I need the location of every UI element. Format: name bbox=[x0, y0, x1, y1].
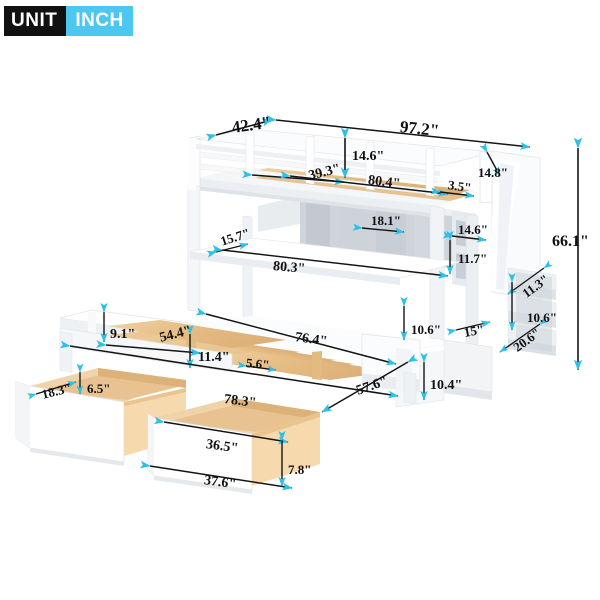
dimline-side-cubby-width bbox=[442, 231, 487, 243]
dimension-label-guardrail-height: 14.6" bbox=[352, 149, 385, 164]
dimline-upper-mattress-length bbox=[279, 171, 449, 197]
dimension-label-slat-gap: 5.6" bbox=[245, 355, 271, 373]
dimline-lower-bed-width bbox=[321, 353, 419, 413]
dimension-label-stair-box-height: 10.6" bbox=[411, 322, 441, 337]
dimline-shelf-unit-length bbox=[211, 245, 449, 279]
dimension-label-side-cubby-width: 14.6" bbox=[458, 222, 488, 237]
dimline-upper-frame-thickness bbox=[430, 187, 475, 199]
dimension-label-drawer-outer-height: 7.8" bbox=[288, 462, 312, 477]
dimension-label-shelf-unit-length: 80.3" bbox=[272, 259, 306, 277]
dimline-lower-bed-length bbox=[59, 340, 399, 399]
dimline-stair-step-depth bbox=[499, 316, 549, 353]
dimension-label-overall-height: 66.1" bbox=[552, 233, 589, 250]
unit-badge-label: UNIT bbox=[4, 6, 67, 36]
dimension-label-stair-rail-height: 14.8" bbox=[478, 165, 508, 180]
unit-badge: UNIT INCH bbox=[4, 6, 133, 36]
dimension-label-slat-support-height: 11.4" bbox=[198, 350, 230, 365]
dimension-label-side-cubby-height: 11.7" bbox=[458, 251, 488, 266]
dimline-drawer-inner-depth bbox=[26, 381, 77, 400]
dimension-label-shelf-cubby-width: 18.1" bbox=[371, 213, 401, 228]
dimension-label-overall-length-top: 97.2" bbox=[399, 117, 441, 141]
dimension-label-lower-headboard-height: 9.1" bbox=[110, 327, 136, 342]
dimline-drawer-inner-width bbox=[153, 416, 289, 445]
dimension-label-stair-step-height: 10.6" bbox=[527, 310, 557, 325]
dimension-label-bed-clearance-height: 10.4" bbox=[430, 378, 463, 393]
dimension-label-upper-frame-thickness: 3.5" bbox=[447, 177, 473, 196]
dimline-stair-rail-height bbox=[479, 142, 501, 177]
dimline-shelf-cubby-width bbox=[352, 223, 405, 235]
dimline-drawer-outer-width bbox=[139, 460, 293, 491]
unit-badge-value: INCH bbox=[66, 6, 133, 36]
dimension-label-drawer-inner-height: 6.5" bbox=[87, 381, 111, 396]
dimline-lower-mattress-width bbox=[95, 340, 201, 357]
dimline-overall-depth-top bbox=[205, 118, 273, 142]
dimline-stair-box-width bbox=[446, 320, 491, 336]
